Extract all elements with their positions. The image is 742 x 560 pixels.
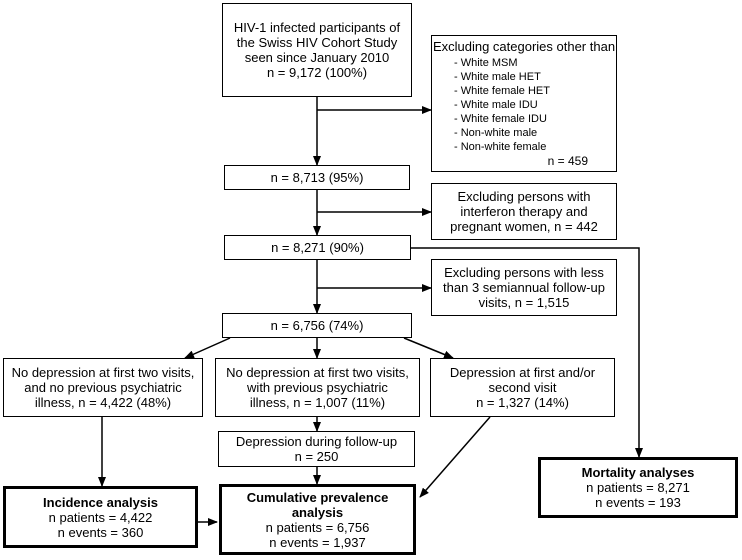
box-excluded-categories: Excluding categories other than - White … bbox=[431, 35, 617, 172]
box-incidence-analysis: Incidence analysis n patients = 4,422 n … bbox=[3, 486, 198, 548]
box-study-population: HIV-1 infected participants of the Swiss… bbox=[222, 3, 412, 97]
box-excluded-followup: Excluding persons with less than 3 semia… bbox=[431, 259, 617, 316]
box-n-8271: n = 8,271 (90%) bbox=[224, 235, 411, 260]
box-excluded-interferon: Excluding persons with interferon therap… bbox=[431, 183, 617, 240]
box-no-depression-with-history: No depression at first two visits, with … bbox=[215, 358, 420, 417]
box-n-6756: n = 6,756 (74%) bbox=[222, 313, 412, 338]
box-n-8713: n = 8,713 (95%) bbox=[224, 165, 410, 190]
box-mortality-analyses: Mortality analyses n patients = 8,271 n … bbox=[538, 457, 738, 518]
box-cumulative-prevalence-analysis: Cumulative prevalence analysis n patient… bbox=[219, 484, 416, 555]
arrow-n3-to-mortality bbox=[411, 247, 643, 458]
box-no-depression-no-history: No depression at first two visits, and n… bbox=[3, 358, 203, 417]
arrow-dep-first-to-prevalence bbox=[419, 416, 491, 498]
box-depression-first-visit: Depression at first and/or second visit … bbox=[430, 358, 615, 417]
arrow-n4-to-dep-first bbox=[403, 337, 454, 359]
arrow-n4-to-no-dep-no-hist bbox=[184, 337, 231, 359]
box-depression-during-followup: Depression during follow-up n = 250 bbox=[218, 431, 415, 467]
